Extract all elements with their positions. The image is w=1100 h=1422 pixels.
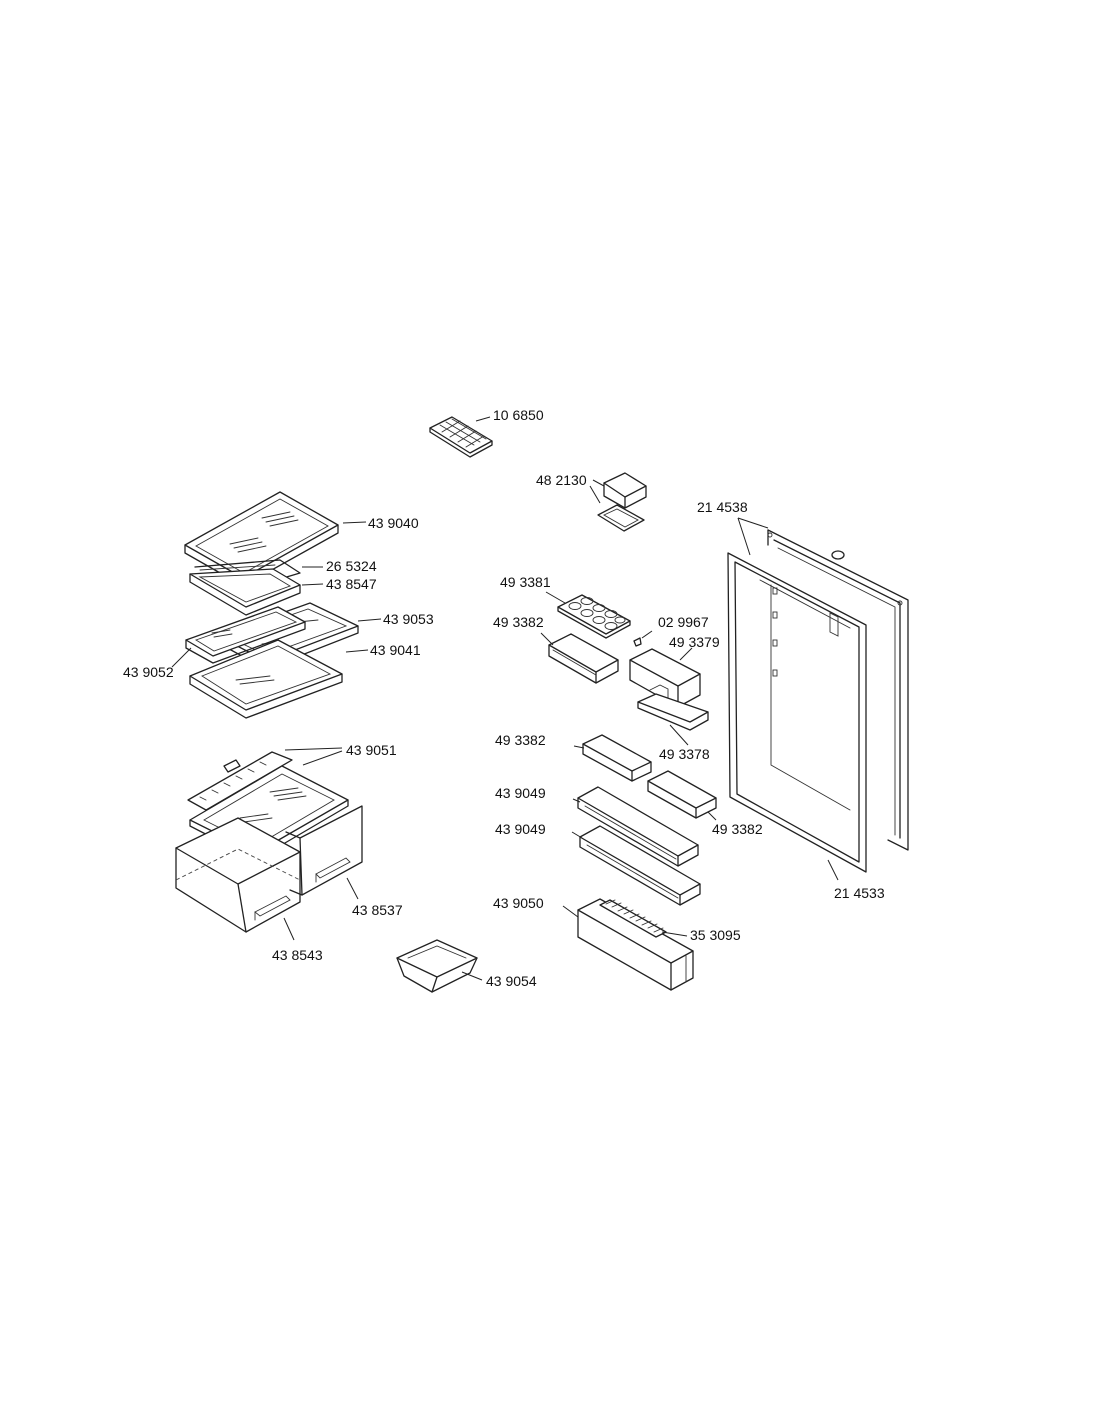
- label-egg-tray: 49 3381: [500, 574, 551, 590]
- label-bottle-retainer: 35 3095: [690, 927, 741, 943]
- leader-door-frame-2: [737, 517, 769, 529]
- door-frame: [767, 529, 909, 851]
- label-crisper-left: 43 8543: [272, 947, 323, 963]
- egg-tray: [545, 591, 631, 639]
- bottle-shelf: [562, 898, 694, 991]
- leader-door-gasket: [827, 859, 839, 881]
- crisper-right: [285, 805, 363, 900]
- lower-shelf: [189, 639, 343, 719]
- label-screw: 02 9967: [658, 614, 709, 630]
- small-drawer: [396, 939, 483, 993]
- lidded-bin-base: [637, 693, 709, 746]
- label-butter-box: 48 2130: [536, 472, 587, 488]
- label-lidded-bin: 49 3379: [669, 634, 720, 650]
- leader-half-shelf-right: [357, 618, 382, 622]
- shelf-frame: [189, 568, 301, 616]
- label-ice-tray: 10 6850: [493, 407, 544, 423]
- label-lower-shelf: 43 9041: [370, 642, 421, 658]
- leader-shelf-frame: [301, 583, 324, 586]
- crisper-left: [175, 817, 301, 941]
- label-crisper-right: 43 8537: [352, 902, 403, 918]
- bottle-retainer: [599, 899, 688, 938]
- ice-tray: [429, 416, 493, 458]
- butter-box: [589, 472, 647, 532]
- label-small-bin-mid-right: 49 3382: [712, 821, 763, 837]
- label-bottle-shelf: 43 9050: [493, 895, 544, 911]
- label-crisper-cover: 43 9051: [346, 742, 397, 758]
- leader-lower-shelf: [345, 649, 369, 653]
- label-shelf-frame: 43 8547: [326, 576, 377, 592]
- label-small-bin-upper: 49 3382: [493, 614, 544, 630]
- leader-crisper-cover-1: [284, 747, 343, 751]
- label-half-shelf-right: 43 9053: [383, 611, 434, 627]
- half-shelf-left: [185, 606, 306, 664]
- label-door-shelf-2: 43 9049: [495, 821, 546, 837]
- label-shelf-trim: 26 5324: [326, 558, 377, 574]
- label-door-frame: 21 4538: [697, 499, 748, 515]
- leader-glass-shelf-top: [342, 521, 367, 524]
- label-small-bin-mid-left: 49 3382: [495, 732, 546, 748]
- door-shelf-2: [571, 825, 701, 906]
- label-half-shelf-left: 43 9052: [123, 664, 174, 680]
- label-small-drawer: 43 9054: [486, 973, 537, 989]
- small-bin-mid-right: [647, 770, 717, 821]
- small-bin-mid-left: [573, 734, 652, 782]
- leader-lidded-bin: [679, 647, 693, 661]
- small-bin-upper: [540, 632, 619, 684]
- leader-door-frame-1: [737, 517, 751, 556]
- door-shelf-1: [572, 786, 699, 867]
- door-gasket: [727, 552, 867, 873]
- label-lidded-bin-base: 49 3378: [659, 746, 710, 762]
- leader-half-shelf-left: [171, 647, 192, 668]
- label-door-gasket: 21 4533: [834, 885, 885, 901]
- label-glass-shelf-top: 43 9040: [368, 515, 419, 531]
- leader-crisper-cover-2: [302, 750, 343, 766]
- screw: [633, 630, 653, 647]
- label-door-shelf-1: 43 9049: [495, 785, 546, 801]
